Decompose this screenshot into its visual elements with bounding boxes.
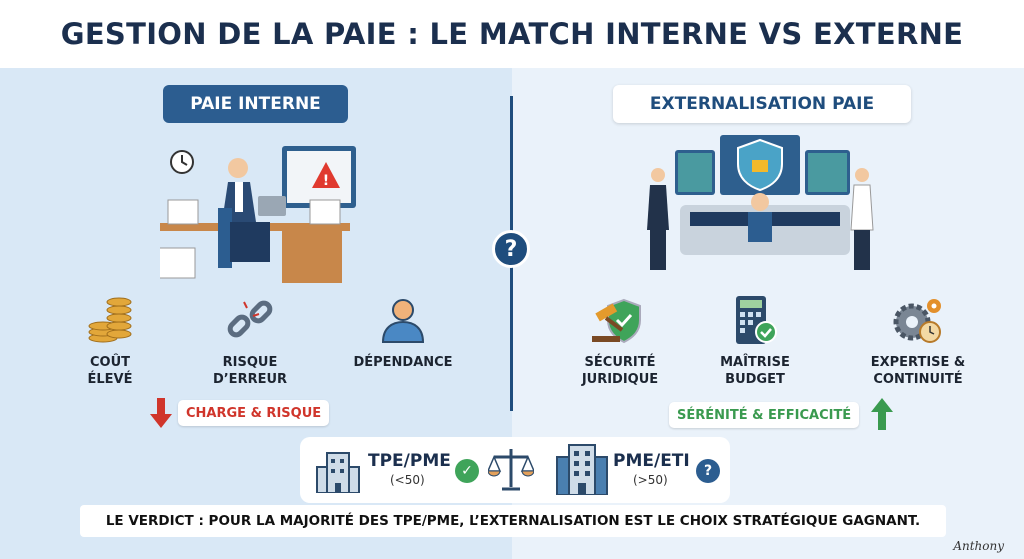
feature-expertise-continuity: EXPERTISE & CONTINUITÉ	[848, 296, 988, 388]
coins-icon	[88, 297, 132, 343]
question-icon: ?	[492, 230, 530, 268]
feature-label: D’ERREUR	[212, 372, 288, 387]
feature-label: SÉCURITÉ	[584, 355, 656, 370]
feature-error-risk: RISQUE D’ERREUR	[180, 296, 320, 388]
feature-label: JURIDIQUE	[581, 372, 659, 387]
arrow-down-icon	[150, 398, 172, 428]
small-building-icon	[316, 452, 360, 493]
gears-clock-icon	[893, 299, 941, 343]
large-company-size: (>50)	[633, 473, 668, 487]
broken-chain-icon	[227, 300, 273, 338]
check-icon: ✓	[455, 459, 479, 483]
external-header: EXTERNALISATION PAIE	[613, 85, 911, 123]
feature-budget-control: MAÎTRISE BUDGET	[685, 296, 825, 388]
signature: Anthony	[953, 539, 1004, 553]
internal-header: PAIE INTERNE	[163, 85, 348, 123]
internal-summary-tag: CHARGE & RISQUE	[178, 400, 330, 426]
feature-label: BUDGET	[725, 372, 785, 387]
calculator-check-icon	[736, 296, 777, 344]
svg-text:!: !	[323, 173, 329, 189]
large-building-icon	[556, 444, 608, 495]
balance-scale-icon	[488, 449, 534, 491]
feature-label: ÉLEVÉ	[87, 372, 133, 387]
verdict-banner: LE VERDICT : POUR LA MAJORITÉ DES TPE/PM…	[80, 505, 946, 537]
feature-label: MAÎTRISE	[720, 355, 790, 370]
arrow-up-icon	[871, 398, 893, 430]
small-company-size: (<50)	[390, 473, 425, 487]
feature-dependency: DÉPENDANCE	[333, 296, 473, 371]
large-company-label: PME/ETI	[613, 451, 690, 471]
question-icon: ?	[696, 459, 720, 483]
feature-label: COÛT	[89, 355, 130, 370]
stressed-employee-illustration: !	[160, 146, 356, 283]
feature-legal-security: SÉCURITÉ JURIDIQUE	[550, 296, 690, 388]
company-size-comparison: TPE/PME (<50) ✓ PME/ETI (>50) ?	[300, 437, 730, 503]
gavel-shield-icon	[592, 298, 641, 344]
title-bar: GESTION DE LA PAIE : LE MATCH INTERNE VS…	[0, 0, 1024, 68]
external-summary-tag: SÉRÉNITÉ & EFFICACITÉ	[669, 402, 860, 428]
feature-label: RISQUE	[222, 355, 278, 370]
person-icon	[381, 299, 425, 343]
small-company-label: TPE/PME	[368, 451, 451, 471]
feature-high-cost: COÛT ÉLEVÉ	[40, 296, 180, 388]
page-title: GESTION DE LA PAIE : LE MATCH INTERNE VS…	[60, 17, 964, 51]
feature-label: CONTINUITÉ	[873, 372, 963, 387]
feature-label: DÉPENDANCE	[353, 355, 453, 370]
payroll-control-room-illustration	[647, 135, 874, 270]
feature-label: EXPERTISE &	[870, 355, 966, 370]
